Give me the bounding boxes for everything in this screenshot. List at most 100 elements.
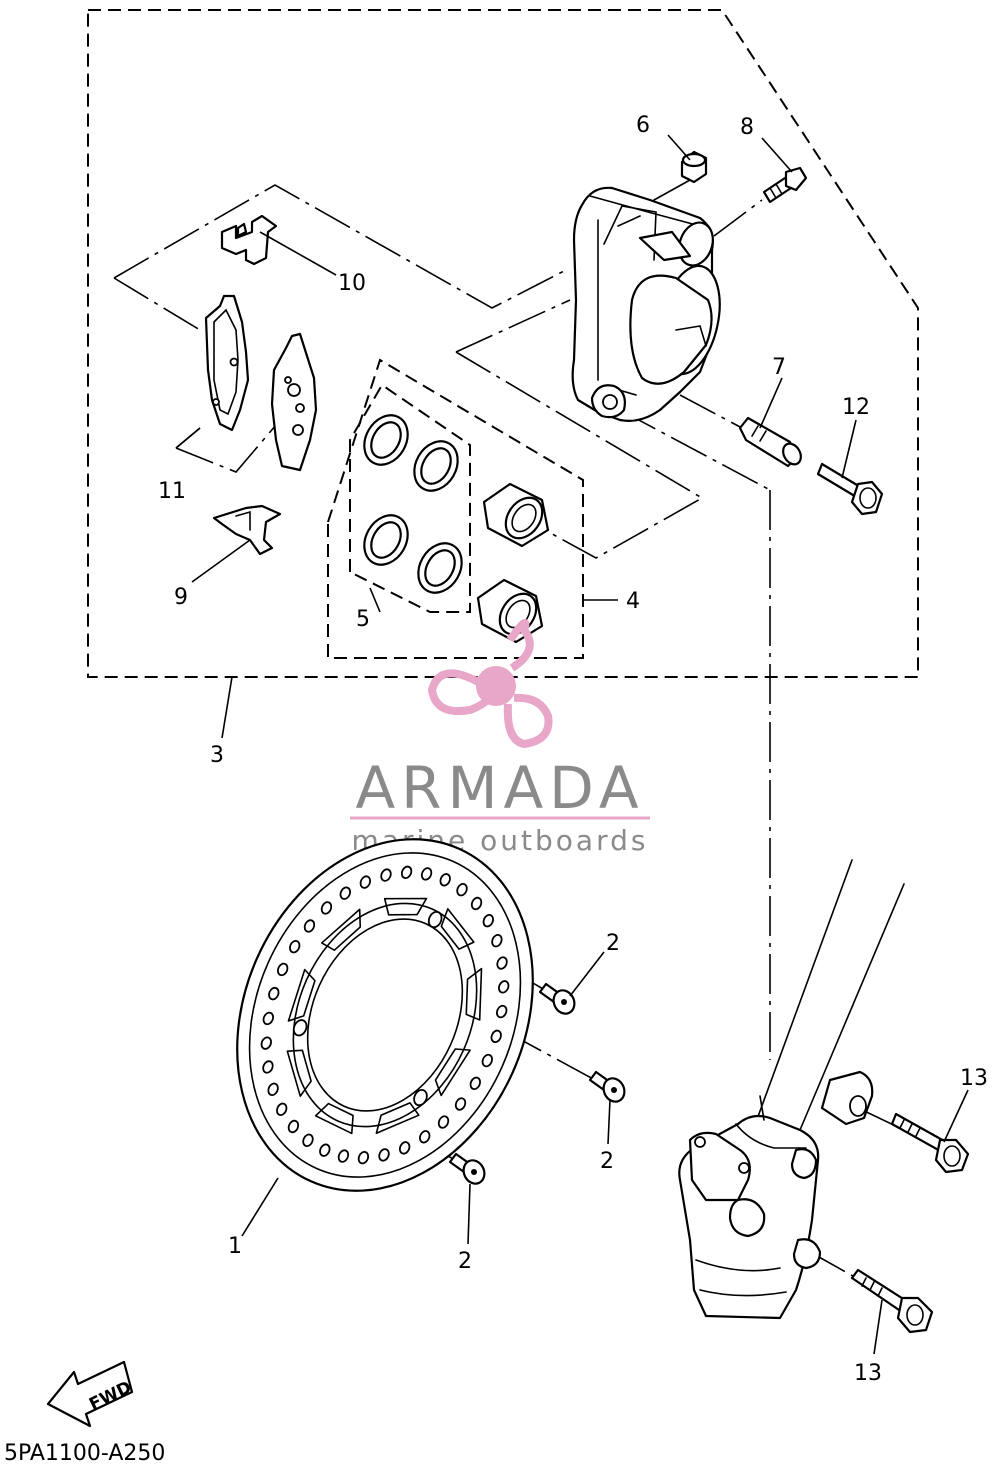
disc-vent-hole [470, 896, 483, 911]
disc-screw-b [588, 1070, 626, 1103]
disc-vent-hole [491, 934, 503, 948]
fork-bolt-lower [850, 1268, 934, 1334]
leader-13b [873, 1299, 883, 1355]
disc-vent-hole [262, 1060, 274, 1074]
disc-vent-hole [400, 865, 413, 880]
piston-kit-boundary [327, 358, 584, 659]
disc-vent-hole [490, 1029, 502, 1044]
disc-vent-hole [398, 1141, 411, 1155]
disc-window [434, 1048, 471, 1097]
bleed-screw [762, 166, 808, 204]
propeller-logo-icon [427, 618, 553, 749]
disc-window [383, 897, 428, 916]
disc-vent-hole [277, 962, 289, 977]
disc-vent-hole [380, 868, 392, 882]
disc-window [286, 1049, 312, 1097]
disc-vent-hole [481, 1053, 493, 1068]
leader-5 [369, 587, 381, 613]
disc-vent-hole [267, 1082, 279, 1096]
leader-7 [759, 377, 783, 429]
callout-4: 4 [626, 589, 640, 614]
leader-1 [241, 1177, 279, 1237]
callout-13: 13 [960, 1066, 988, 1091]
callout-5: 5 [356, 607, 370, 632]
disc-mount-hole [292, 1019, 308, 1037]
disc-vent-hole [496, 1004, 508, 1019]
leader-6 [667, 134, 691, 161]
disc-vent-hole [482, 913, 494, 928]
brake-pad-left [204, 294, 250, 432]
disc-vent-hole [337, 1149, 350, 1163]
disc-screw-c [448, 1152, 486, 1185]
mounting-bolt-12 [816, 462, 884, 516]
caliper-pin [738, 416, 802, 468]
disc-vent-hole [320, 901, 333, 915]
seal-kit [363, 414, 463, 594]
leader-3 [221, 676, 233, 739]
disc-window [440, 908, 475, 950]
disc-vent-hole [420, 867, 433, 881]
disc-vent-hole [454, 1097, 467, 1111]
disc-window [375, 1102, 420, 1135]
disc-vent-hole [289, 939, 301, 954]
callouts: 1 2 2 2 3 4 5 6 7 8 9 10 11 12 13 13 [158, 113, 988, 1386]
disc-vent-hole [302, 1133, 314, 1147]
disc-vent-hole [456, 883, 468, 897]
disc-vent-hole [287, 1119, 300, 1134]
piston-kit [476, 482, 550, 644]
leader-2a [569, 951, 605, 997]
front-fork [678, 859, 905, 1320]
callout-9: 9 [174, 585, 188, 610]
fork-bolt-upper [890, 1112, 970, 1174]
disc-vent-hole [319, 1143, 331, 1157]
callout-7: 7 [772, 355, 786, 380]
disc-window [287, 968, 316, 1022]
callout-3: 3 [210, 743, 224, 768]
callout-1: 1 [228, 1234, 242, 1259]
leader-13a [943, 1089, 969, 1143]
disc-vent-hole [260, 1036, 272, 1050]
disc-mount-hole [413, 1088, 428, 1107]
callout-13: 13 [854, 1361, 882, 1386]
disc-screw-a [538, 982, 576, 1015]
disc-vent-hole [359, 875, 372, 889]
callout-2: 2 [606, 931, 620, 956]
disc-mount-hole [427, 910, 443, 929]
leader-2b [607, 1099, 611, 1145]
seal-kit-boundary [349, 383, 471, 613]
disc-vent-hole [437, 1115, 450, 1129]
disc-vent-hole [303, 919, 316, 933]
brake-pad-right [270, 332, 318, 472]
disc-window [314, 1102, 354, 1135]
disc-vent-hole [339, 886, 351, 900]
leader-8 [761, 137, 793, 173]
leader-9 [191, 539, 251, 583]
leader-2c [467, 1183, 471, 1245]
bleed-cap [680, 150, 708, 184]
disc-vent-hole [496, 956, 508, 970]
propeller-hub [476, 666, 516, 706]
callout-2: 2 [458, 1249, 472, 1274]
disc-vent-hole [439, 873, 451, 887]
watermark-brand: ARMADA [355, 754, 644, 822]
fwd-direction-arrow: FWD [46, 1360, 135, 1428]
callout-12: 12 [842, 395, 870, 420]
pad-spring [220, 214, 278, 266]
callout-2: 2 [600, 1149, 614, 1174]
pad-support [212, 504, 282, 556]
disc-vent-hole [378, 1148, 390, 1162]
disc-window [465, 967, 483, 1021]
disc-vent-hole [268, 986, 280, 1001]
disc-window [320, 908, 362, 952]
callout-6: 6 [636, 113, 650, 138]
brake-disc [236, 838, 534, 1192]
callout-8: 8 [740, 115, 754, 140]
leader-12 [841, 419, 857, 479]
caliper-assembly-boundary [87, 9, 919, 678]
leader-11 [175, 427, 201, 449]
leader-10 [259, 231, 337, 276]
callout-11: 11 [158, 479, 186, 504]
disc-vent-hole [498, 980, 510, 994]
